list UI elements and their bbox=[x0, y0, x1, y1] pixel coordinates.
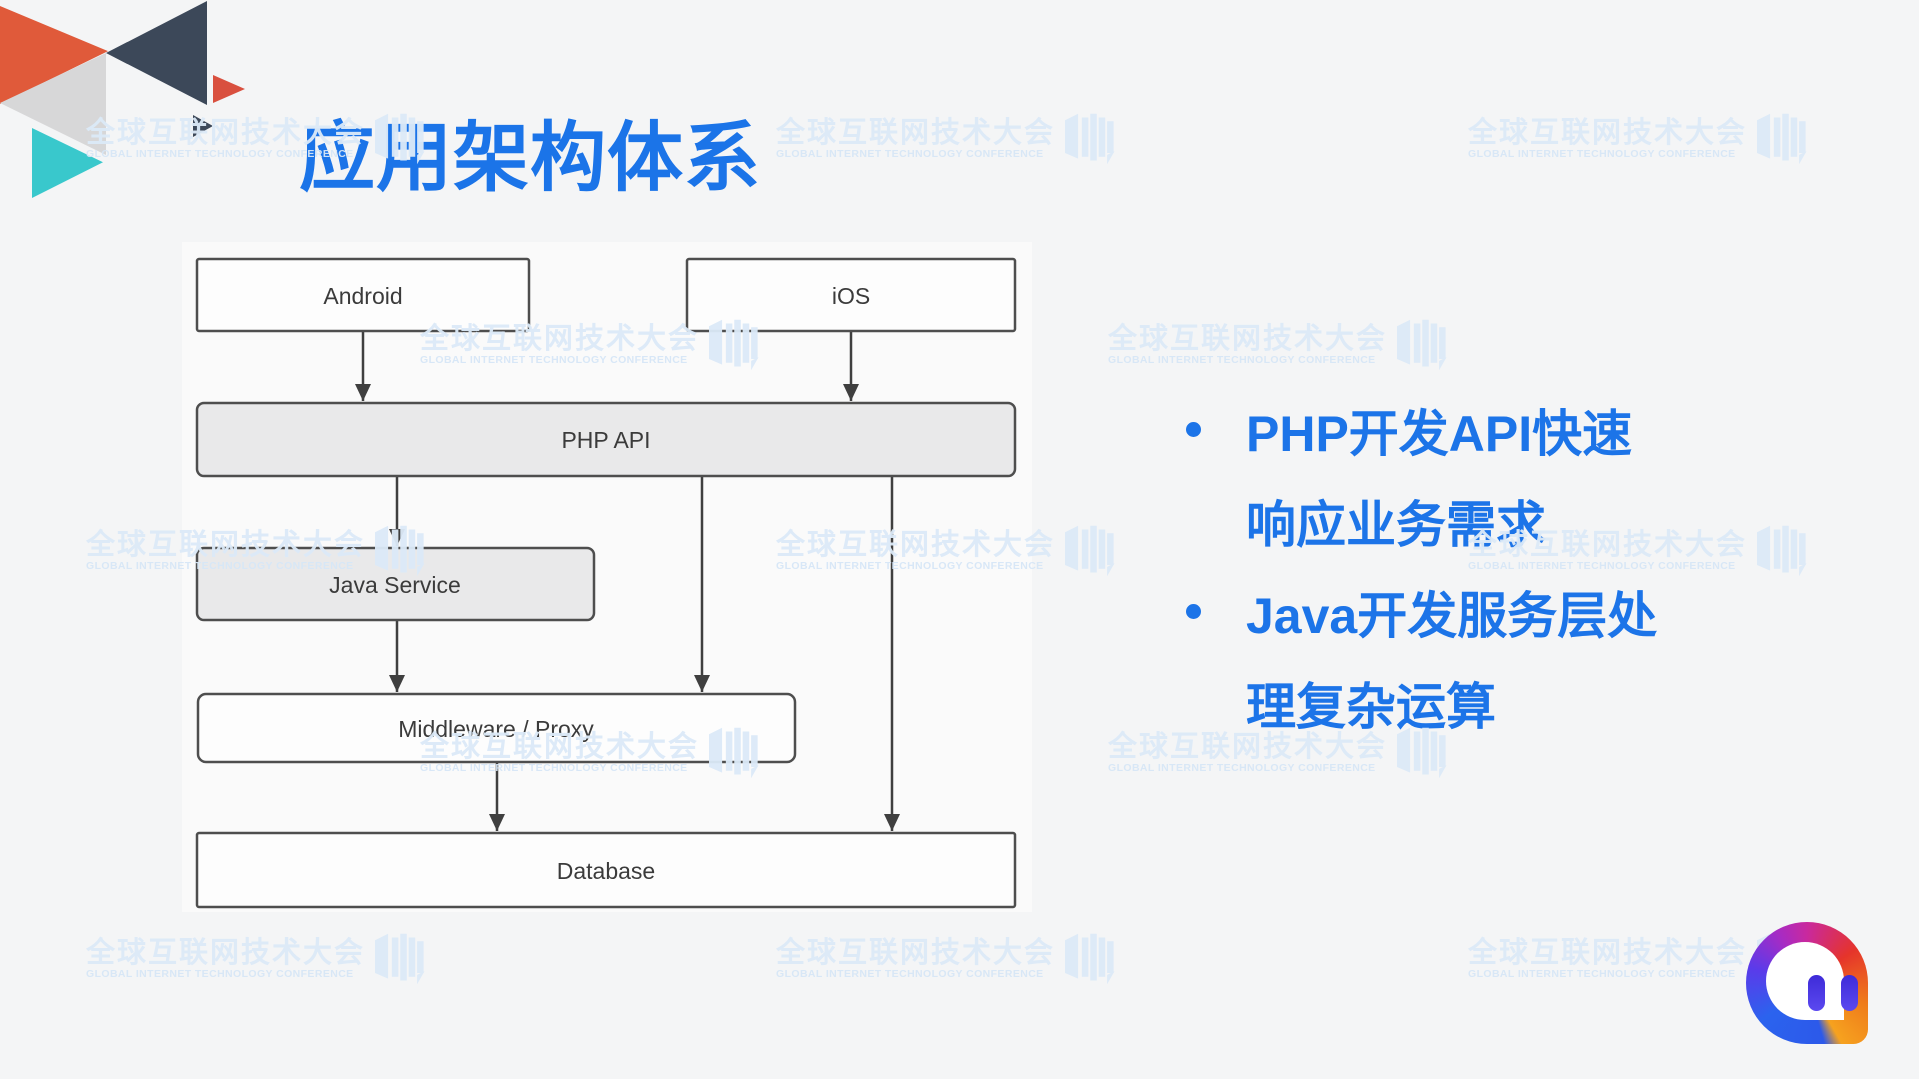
watermark-text: 全球互联网技术大会 GLOBAL INTERNET TECHNOLOGY CON… bbox=[1468, 938, 1747, 981]
app-logo bbox=[1746, 922, 1868, 1044]
node-phpapi-label: PHP API bbox=[561, 427, 650, 453]
decor-triangle-red-small bbox=[213, 75, 245, 103]
watermark-cn: 全球互联网技术大会 bbox=[776, 116, 1056, 149]
app-logo-right-eye-icon bbox=[1841, 975, 1858, 1011]
bullet-dot bbox=[1186, 422, 1201, 437]
bullet-line: 响应业务需求 bbox=[1246, 496, 1546, 553]
watermark: 全球互联网技术大会 GLOBAL INTERNET TECHNOLOGY CON… bbox=[776, 932, 1123, 986]
node-phpapi-box bbox=[195, 401, 1017, 478]
conference-shield-icon bbox=[1397, 319, 1447, 371]
architecture-diagram-panel: Android iOS PHP API Java Service Middlew… bbox=[182, 242, 1032, 912]
node-database-box bbox=[195, 831, 1017, 909]
watermark-en: GLOBAL INTERNET TECHNOLOGY CONFERENCE bbox=[1468, 147, 1736, 160]
watermark-text: 全球互联网技术大会 GLOBAL INTERNET TECHNOLOGY CON… bbox=[776, 118, 1055, 161]
app-logo-left-eye-icon bbox=[1808, 975, 1825, 1011]
node-middleware-box bbox=[196, 692, 797, 764]
conference-shield-icon bbox=[1757, 113, 1807, 165]
watermark-text: 全球互联网技术大会 GLOBAL INTERNET TECHNOLOGY CON… bbox=[1108, 324, 1387, 367]
bullet-line: Java开发服务层处 bbox=[1246, 587, 1658, 644]
conference-shield-icon bbox=[1065, 113, 1115, 165]
watermark: 全球互联网技术大会 GLOBAL INTERNET TECHNOLOGY CON… bbox=[86, 932, 433, 986]
diagram-edges bbox=[355, 331, 900, 831]
watermark: 全球互联网技术大会 GLOBAL INTERNET TECHNOLOGY CON… bbox=[776, 112, 1123, 166]
watermark-en: GLOBAL INTERNET TECHNOLOGY CONFERENCE bbox=[1108, 761, 1376, 774]
watermark: 全球互联网技术大会 GLOBAL INTERNET TECHNOLOGY CON… bbox=[1468, 112, 1815, 166]
bullet-item-php: PHP开发API快速 响应业务需求 bbox=[1186, 384, 1657, 566]
bullet-item-java: Java开发服务层处 理复杂运算 bbox=[1186, 566, 1657, 748]
node-javaservice-label: Java Service bbox=[329, 572, 461, 598]
bullet-line: 理复杂运算 bbox=[1246, 678, 1496, 735]
app-logo-face bbox=[1766, 942, 1858, 1020]
watermark-en: GLOBAL INTERNET TECHNOLOGY CONFERENCE bbox=[776, 967, 1044, 980]
node-android-box bbox=[195, 257, 531, 333]
bullet-dot bbox=[1186, 604, 1201, 619]
watermark-text: 全球互联网技术大会 GLOBAL INTERNET TECHNOLOGY CON… bbox=[86, 938, 365, 981]
node-ios-box bbox=[685, 257, 1017, 333]
node-ios-label: iOS bbox=[832, 283, 870, 309]
decor-triangle-slate-small bbox=[193, 115, 213, 137]
watermark-cn: 全球互联网技术大会 bbox=[1108, 322, 1388, 355]
node-middleware-label: Middleware / Proxy bbox=[398, 716, 594, 742]
bullet-list: PHP开发API快速 响应业务需求 Java开发服务层处 理复杂运算 bbox=[1186, 384, 1657, 748]
watermark-text: 全球互联网技术大会 GLOBAL INTERNET TECHNOLOGY CON… bbox=[776, 938, 1055, 981]
watermark-en: GLOBAL INTERNET TECHNOLOGY CONFERENCE bbox=[776, 147, 1044, 160]
page-title: 应用架构体系 bbox=[299, 115, 761, 201]
watermark-cn: 全球互联网技术大会 bbox=[776, 936, 1056, 969]
conference-shield-icon bbox=[1065, 933, 1115, 985]
watermark-cn: 全球互联网技术大会 bbox=[1468, 116, 1748, 149]
architecture-diagram: Android iOS PHP API Java Service Middlew… bbox=[195, 257, 1017, 909]
node-database-label: Database bbox=[557, 858, 655, 884]
bullet-line: PHP开发API快速 bbox=[1246, 405, 1633, 462]
watermark-en: GLOBAL INTERNET TECHNOLOGY CONFERENCE bbox=[1468, 967, 1736, 980]
watermark-en: GLOBAL INTERNET TECHNOLOGY CONFERENCE bbox=[1108, 353, 1376, 366]
conference-shield-icon bbox=[1065, 525, 1115, 577]
node-android-label: Android bbox=[323, 283, 402, 309]
watermark-en: GLOBAL INTERNET TECHNOLOGY CONFERENCE bbox=[86, 967, 354, 980]
conference-shield-icon bbox=[375, 933, 425, 985]
watermark-cn: 全球互联网技术大会 bbox=[86, 936, 366, 969]
watermark-text: 全球互联网技术大会 GLOBAL INTERNET TECHNOLOGY CON… bbox=[1468, 118, 1747, 161]
conference-shield-icon bbox=[1757, 525, 1807, 577]
watermark: 全球互联网技术大会 GLOBAL INTERNET TECHNOLOGY CON… bbox=[1108, 318, 1455, 372]
watermark-cn: 全球互联网技术大会 bbox=[1468, 936, 1748, 969]
bullet-text-php: PHP开发API快速 响应业务需求 bbox=[1246, 384, 1632, 566]
decor-triangle-slate bbox=[106, 1, 207, 105]
bullet-text-java: Java开发服务层处 理复杂运算 bbox=[1246, 566, 1657, 748]
